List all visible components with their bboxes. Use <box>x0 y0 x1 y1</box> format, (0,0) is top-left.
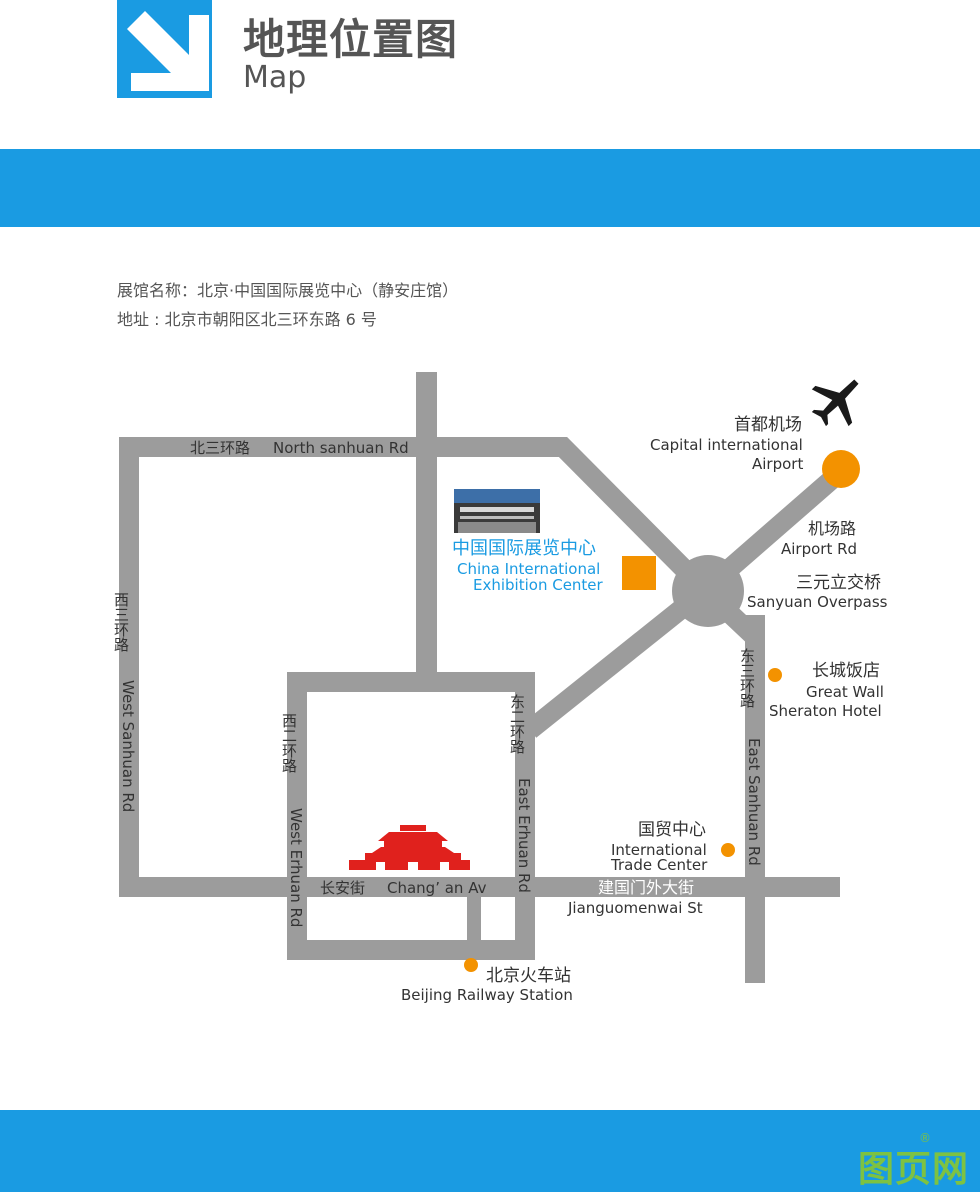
west-erhuan-en-label: West Erhuan Rd <box>287 808 305 927</box>
jianguomenwai-cn-label: 建国门外大街 <box>598 878 694 897</box>
trade-en-label-1: International <box>611 841 707 859</box>
page-title: 地理位置图 <box>243 15 459 64</box>
place-labels: 首都机场 Capital international Airport 中国国际展… <box>401 415 888 1004</box>
airport-en-label-1: Capital international <box>650 436 803 454</box>
exhibition-photo <box>454 489 540 533</box>
venue-address: 地址 : 北京市朝阳区北三环东路 6 号 <box>117 310 377 329</box>
greatwall-en-label-1: Great Wall <box>806 683 884 701</box>
direction-arrow-icon <box>117 0 212 98</box>
greatwall-marker <box>768 668 782 682</box>
sanyuan-cn-label: 三元立交桥 <box>796 573 881 593</box>
top-banner <box>0 149 980 227</box>
airport-cn-label: 首都机场 <box>734 415 802 435</box>
jianguomenwai-en-label: Jianguomenwai St <box>567 899 703 917</box>
sanyuan-overpass <box>672 555 744 627</box>
airport-rd-en-label: Airport Rd <box>781 540 857 558</box>
bottom-banner <box>0 1110 980 1192</box>
venue-name: 展馆名称：北京·中国国际展览中心（静安庄馆） <box>117 281 459 300</box>
trade-en-label-2: Trade Center <box>610 856 708 874</box>
changan-cn-label: 长安街 <box>320 879 365 897</box>
trade-cn-label: 国贸中心 <box>638 820 706 840</box>
tiananmen-icon <box>349 825 470 870</box>
page-subtitle: Map <box>243 60 307 95</box>
exhibition-cn-label: 中国国际展览中心 <box>452 538 596 559</box>
airport-marker <box>822 450 860 488</box>
east-sanhuan-cn-label: 东三环路 <box>738 648 756 708</box>
greatwall-cn-label: 长城饭店 <box>812 661 880 681</box>
registered-mark: ® <box>919 1131 931 1145</box>
road-network <box>119 372 840 983</box>
west-sanhuan-en-label: West Sanhuan Rd <box>119 680 137 812</box>
station-en-label: Beijing Railway Station <box>401 986 573 1004</box>
west-erhuan-cn-label: 西二环路 <box>280 713 298 773</box>
road-labels: 北三环路 North sanhuan Rd 西三环路 West Sanhuan … <box>112 439 857 927</box>
exhibition-en-label-2: Exhibition Center <box>473 576 604 594</box>
airport-en-label-2: Airport <box>752 455 803 473</box>
airport-rd-cn-label: 机场路 <box>808 519 856 538</box>
north-sanhuan-cn-label: 北三环路 <box>190 439 250 457</box>
watermark-logo: 图页网 <box>858 1149 970 1190</box>
airplane-icon <box>811 379 859 427</box>
east-erhuan-en-label: East Erhuan Rd <box>515 778 533 893</box>
east-erhuan-cn-label: 东二环路 <box>508 694 526 754</box>
exhibition-marker <box>622 556 656 590</box>
sanyuan-en-label: Sanyuan Overpass <box>747 593 888 611</box>
exhibition-en-label-1: China International <box>457 560 600 578</box>
station-cn-label: 北京火车站 <box>486 966 571 986</box>
station-marker <box>464 958 478 972</box>
trade-center-marker <box>721 843 735 857</box>
greatwall-en-label-2: Sheraton Hotel <box>769 702 882 720</box>
east-sanhuan-en-label: East Sanhuan Rd <box>745 738 763 866</box>
changan-en-label: Chang’ an Av <box>387 879 487 897</box>
north-sanhuan-en-label: North sanhuan Rd <box>273 439 409 457</box>
west-sanhuan-cn-label: 西三环路 <box>112 592 130 652</box>
